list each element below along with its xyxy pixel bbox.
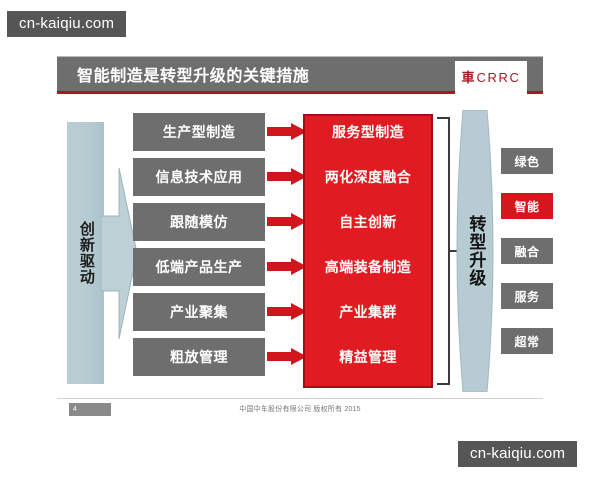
state-box-5-label: 产业聚集 [170,304,228,320]
state-box-1[interactable]: 生产型制造 [133,113,265,151]
outcome-tag-service-label: 服务 [514,289,540,304]
target-item-5-label: 产业集群 [339,304,397,320]
target-item-1[interactable]: 服务型制造 [303,118,433,146]
page-number: 4 [69,403,111,416]
target-item-3-label: 自主创新 [339,214,397,230]
transition-arrow-icon-4 [267,258,307,275]
target-item-2-label: 两化深度融合 [324,169,412,185]
presentation-slide: 智能制造是转型升级的关键措施 車 CRRC 创新驱动 生产型制造 信息技术应用 … [57,50,553,422]
transition-arrow-icon-2 [267,168,307,185]
upgrade-label: 转型升级 [466,215,486,287]
outcome-tag-integration[interactable]: 融合 [501,238,553,264]
innovation-driver-label: 创新驱动 [77,221,95,285]
target-item-6-label: 精益管理 [339,349,397,365]
target-item-5[interactable]: 产业集群 [303,298,433,326]
target-state-panel [303,114,433,388]
outcome-tag-integration-label: 融合 [514,244,540,259]
outcome-tag-smart[interactable]: 智能 [501,193,553,219]
target-item-2[interactable]: 两化深度融合 [303,163,433,191]
outcome-tag-green[interactable]: 绿色 [501,148,553,174]
transition-arrow-icon-1 [267,123,307,140]
transition-arrow-icon-3 [267,213,307,230]
copyright-notice: 中国中车股份有限公司 版权所有 2015 [239,406,361,413]
state-box-6[interactable]: 粗放管理 [133,338,265,376]
state-box-1-label: 生产型制造 [162,124,236,140]
transition-arrow-icon-5 [267,303,307,320]
state-box-3-label: 跟随模仿 [170,214,228,230]
target-item-1-label: 服务型制造 [332,124,404,140]
crrc-logo: 車 CRRC [455,61,527,94]
upgrade-lens-shape [456,110,494,392]
crrc-logo-text: CRRC [476,70,521,85]
target-item-4-label: 高端装备制造 [324,259,412,275]
state-box-4-label: 低端产品生产 [155,259,243,275]
slide-title: 智能制造是转型升级的关键措施 [77,68,310,85]
footer-divider [57,398,543,399]
watermark-bottom: cn-kaiqiu.com [458,441,578,467]
grouping-bracket-icon [437,117,461,385]
outcome-tag-smart-label: 智能 [514,199,540,214]
innovation-driver-bar [67,122,104,384]
watermark-top: cn-kaiqiu.com [7,11,127,37]
outcome-tag-extraordinary[interactable]: 超常 [501,328,553,354]
state-box-2[interactable]: 信息技术应用 [133,158,265,196]
state-box-5[interactable]: 产业聚集 [133,293,265,331]
state-box-2-label: 信息技术应用 [155,169,243,185]
title-underline [57,91,543,94]
outcome-tag-green-label: 绿色 [514,154,540,169]
target-item-4[interactable]: 高端装备制造 [303,253,433,281]
driver-arrow-icon [101,167,137,340]
outcome-tag-extraordinary-label: 超常 [514,334,540,349]
crrc-logo-mark: 車 [461,70,475,85]
state-box-4[interactable]: 低端产品生产 [133,248,265,286]
state-box-6-label: 粗放管理 [170,349,228,365]
target-item-6[interactable]: 精益管理 [303,343,433,371]
outcome-tag-service[interactable]: 服务 [501,283,553,309]
target-item-3[interactable]: 自主创新 [303,208,433,236]
transition-arrow-icon-6 [267,348,307,365]
state-box-3[interactable]: 跟随模仿 [133,203,265,241]
